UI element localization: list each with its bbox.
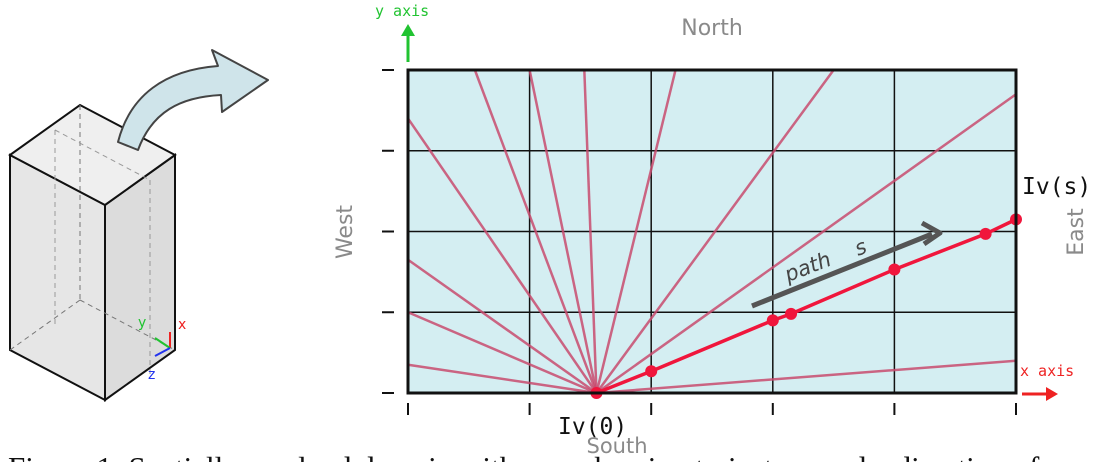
grid-lines: [408, 70, 1016, 393]
north-label: North: [681, 16, 743, 41]
rays: [406, 69, 1017, 395]
x-axis-arrow: x axis: [1020, 362, 1074, 401]
box-axes: x y z: [138, 315, 186, 383]
y-axis-arrow: y axis: [375, 2, 429, 62]
grid-border: [406, 68, 1018, 395]
path-point: [645, 365, 658, 378]
curved-arrow-icon: [117, 49, 269, 151]
ray-line: [596, 359, 1017, 395]
axis-y-small: [154, 337, 171, 349]
axis-y-small-label: y: [138, 315, 146, 331]
path-polyline: [590, 213, 1022, 399]
ray-line: [407, 363, 597, 395]
path-arrow-head: [920, 220, 943, 247]
ray-line: [473, 69, 598, 394]
ray-line: [406, 117, 598, 394]
y-axis-label: y axis: [375, 2, 429, 20]
ivs-label: Iv(s): [1022, 174, 1091, 200]
path-arrow-shaft: [751, 231, 933, 309]
ray-line: [595, 93, 1017, 395]
ray-line: [595, 69, 835, 394]
path-point: [888, 263, 901, 276]
grid-domain: [406, 68, 1022, 399]
path-point: [785, 307, 798, 320]
ray-line: [583, 69, 598, 394]
figure-caption: Figure 1: Spatially resolved domain with…: [8, 450, 1040, 462]
axis-z-small: [154, 347, 171, 357]
east-label: East: [1064, 208, 1089, 256]
axis-x-small-label: x: [178, 317, 186, 333]
iv0-label: Iv(0): [558, 414, 627, 440]
ray-line: [407, 258, 598, 395]
ray-line: [528, 69, 598, 394]
x-axis-label: x axis: [1020, 362, 1074, 380]
west-label: West: [333, 205, 358, 259]
axis-z-small-label: z: [148, 367, 155, 383]
path-point: [979, 227, 992, 240]
box-3d: [8, 103, 177, 402]
path-point: [766, 314, 779, 327]
ray-line: [595, 69, 677, 394]
axis-ticks: [382, 69, 1017, 415]
box-top-face: [8, 103, 177, 207]
ray-line: [407, 311, 597, 395]
south-label: South: [586, 434, 647, 458]
